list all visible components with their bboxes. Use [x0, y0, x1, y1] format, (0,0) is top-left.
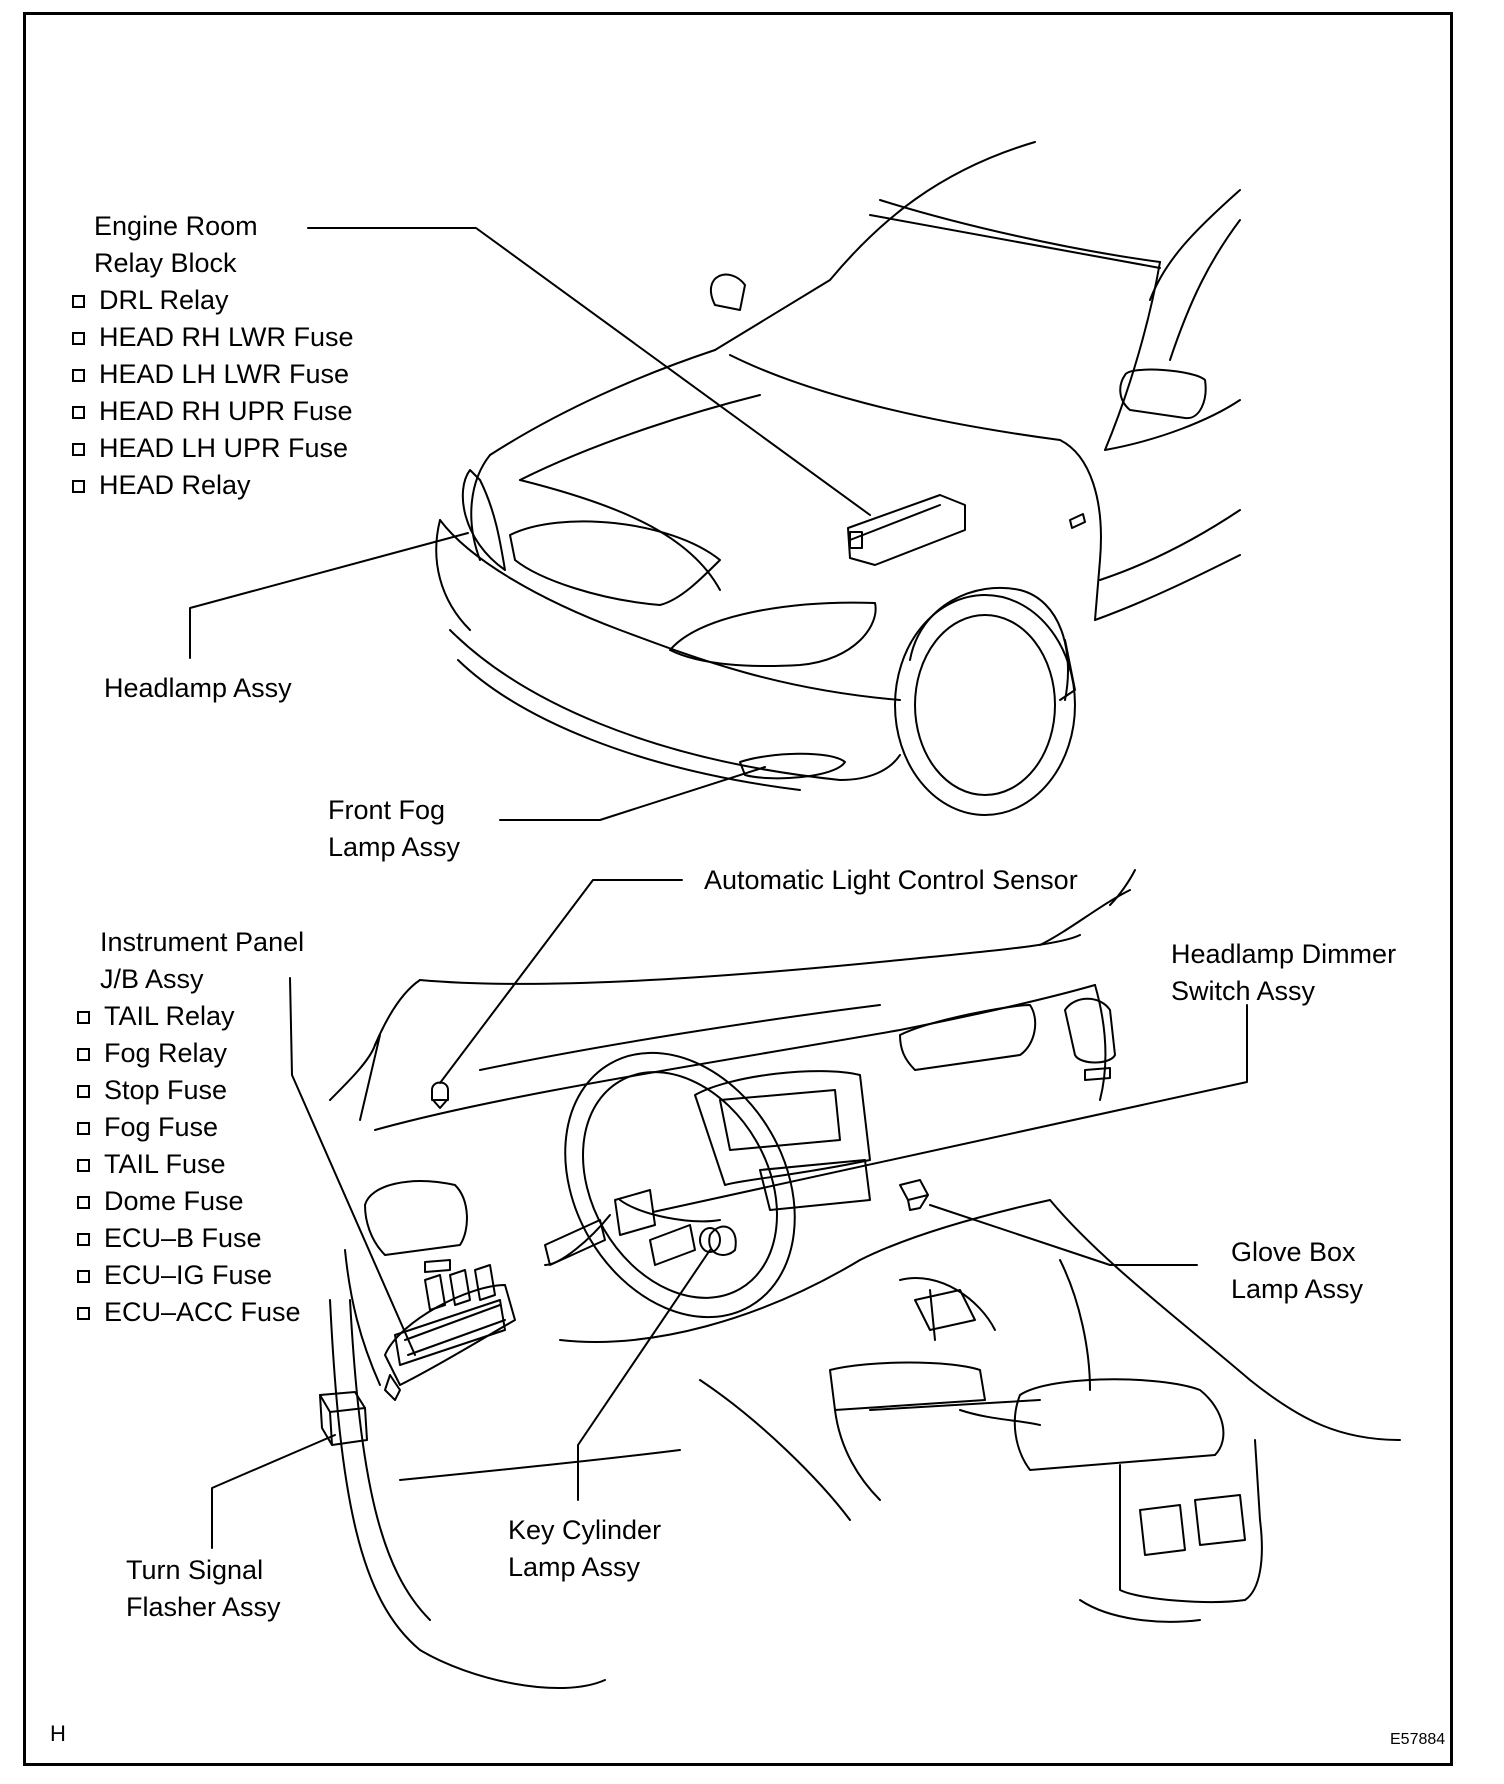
leader-key-cylinder	[577, 1249, 711, 1501]
leader-auto-light-sensor	[439, 879, 683, 1084]
checkbox-icon	[72, 443, 85, 456]
list-item: HEAD RH UPR Fuse	[72, 393, 354, 430]
engine-room-item-list: DRL Relay HEAD RH LWR Fuse HEAD LH LWR F…	[72, 282, 354, 504]
glove-box-lamp-label: Glove Box Lamp Assy	[1231, 1237, 1364, 1304]
turn-signal-flasher-label: Turn Signal Flasher Assy	[126, 1555, 281, 1622]
instrument-panel-jb-label: Instrument Panel J/B Assy TAIL Relay Fog…	[77, 924, 304, 1331]
leader-dimmer-switch	[652, 1004, 1248, 1213]
leader-headlamp	[189, 532, 469, 659]
auto-light-sensor-label: Automatic Light Control Sensor	[704, 865, 1078, 895]
list-item: Fog Relay	[77, 1035, 304, 1072]
instrument-panel-item-list: TAIL Relay Fog Relay Stop Fuse Fog Fuse …	[77, 998, 304, 1331]
engine-room-title-line2: Relay Block	[94, 248, 237, 278]
leader-engine-room	[307, 227, 871, 516]
leader-turn-signal	[211, 1434, 336, 1549]
key-cylinder-lamp-label: Key Cylinder Lamp Assy	[508, 1515, 662, 1582]
engine-room-relay-block-label: Engine Room Relay Block DRL Relay HEAD R…	[72, 208, 354, 504]
checkbox-icon	[77, 1270, 90, 1283]
list-item: Dome Fuse	[77, 1183, 304, 1220]
leader-lines	[189, 227, 1248, 1549]
checkbox-icon	[77, 1233, 90, 1246]
headlamp-assy-label: Headlamp Assy	[104, 673, 292, 703]
checkbox-icon	[72, 295, 85, 308]
checkbox-icon	[72, 406, 85, 419]
list-item: TAIL Fuse	[77, 1146, 304, 1183]
checkbox-icon	[77, 1122, 90, 1135]
list-item: ECU–IG Fuse	[77, 1257, 304, 1294]
diagram-frame	[23, 12, 1453, 1766]
car-drawing	[435, 141, 1241, 816]
list-item: HEAD Relay	[72, 467, 354, 504]
list-item: ECU–B Fuse	[77, 1220, 304, 1257]
checkbox-icon	[77, 1196, 90, 1209]
list-item: Fog Fuse	[77, 1109, 304, 1146]
checkbox-icon	[72, 332, 85, 345]
leader-instrument-panel	[289, 977, 416, 1356]
checkbox-icon	[77, 1307, 90, 1320]
list-item: DRL Relay	[72, 282, 354, 319]
checkbox-icon	[72, 480, 85, 493]
list-item: TAIL Relay	[77, 998, 304, 1035]
list-item: HEAD RH LWR Fuse	[72, 319, 354, 356]
interior-drawing	[319, 869, 1401, 1690]
checkbox-icon	[77, 1011, 90, 1024]
checkbox-icon	[77, 1159, 90, 1172]
list-item: HEAD LH UPR Fuse	[72, 430, 354, 467]
list-item: HEAD LH LWR Fuse	[72, 356, 354, 393]
leader-front-fog	[499, 766, 766, 821]
leader-glove-box	[929, 1204, 1198, 1266]
list-item: Stop Fuse	[77, 1072, 304, 1109]
figure-code: E57884	[1390, 1731, 1446, 1748]
checkbox-icon	[72, 369, 85, 382]
engine-room-title-line1: Engine Room	[94, 211, 258, 241]
list-item: ECU–ACC Fuse	[77, 1294, 304, 1331]
checkbox-icon	[77, 1085, 90, 1098]
checkbox-icon	[77, 1048, 90, 1061]
front-fog-lamp-label: Front Fog Lamp Assy	[328, 795, 461, 862]
headlamp-dimmer-switch-label: Headlamp Dimmer Switch Assy	[1171, 939, 1397, 1006]
corner-code-left: H	[50, 1721, 66, 1746]
